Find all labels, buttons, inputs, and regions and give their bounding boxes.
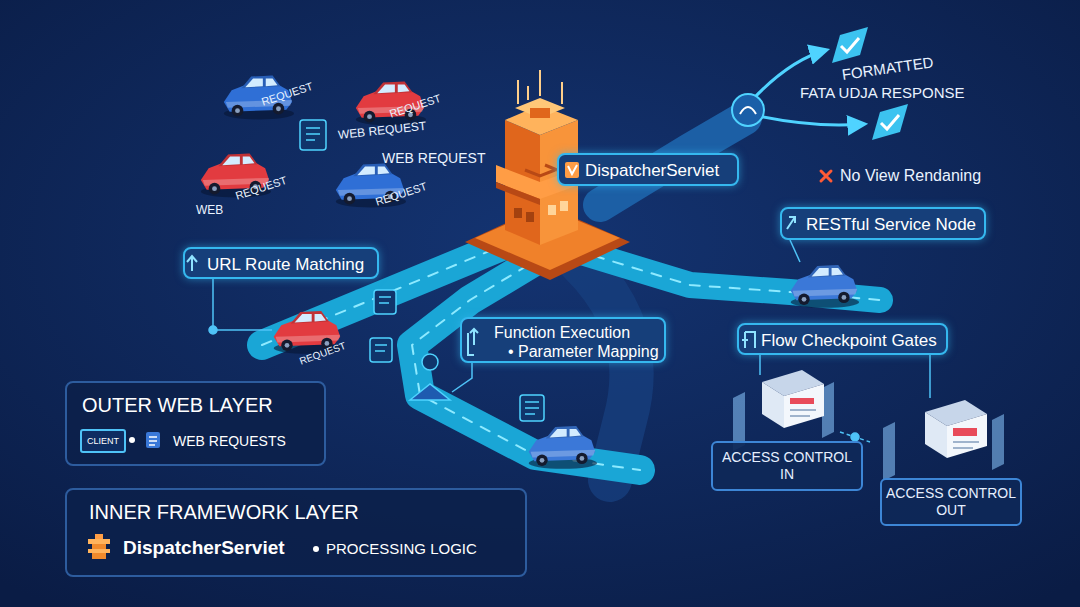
- no-symbol: [821, 171, 831, 181]
- node-title: DispatcherServiet: [585, 161, 719, 181]
- node-title: ACCESS CONTROL IN: [717, 449, 857, 483]
- callout-box: RESTful Service Node: [780, 207, 986, 240]
- node-title: INNER FRAMEWORK LAYER: [89, 500, 359, 524]
- callout-box: Function Execution• Parameter Mapping: [460, 317, 666, 363]
- callout-icons: [187, 162, 795, 355]
- annotation-label: REQUEST: [260, 80, 315, 109]
- node-text: DispatcherServiet: [123, 537, 285, 560]
- node-text: PROCESSING LOGIC: [326, 540, 477, 558]
- annotation-label: FORMATTED: [841, 53, 935, 84]
- annotation-label: WEB REQUEST: [337, 119, 427, 143]
- gate-box: ACCESS CONTROL IN: [711, 441, 863, 491]
- node-title: URL Route Matching: [207, 255, 364, 275]
- node-title: Function Execution: [494, 323, 630, 342]
- callout-box: URL Route Matching: [183, 247, 379, 279]
- client-window: CLIENT: [80, 429, 126, 453]
- node-title: ACCESS CONTROL OUT: [886, 485, 1016, 519]
- annotation-label: REQUEST: [374, 180, 429, 209]
- callout-box: Flow Checkpoint Gates: [737, 323, 948, 355]
- annotation-label: REQUEST: [234, 174, 289, 203]
- annotation-label: WEB: [196, 203, 223, 217]
- node-text: • Parameter Mapping: [508, 342, 659, 361]
- layer-panel: INNER FRAMEWORK LAYER DispatcherServiet PR…: [65, 488, 527, 577]
- annotation-label: FATA UDJA RESPONSE: [800, 84, 965, 102]
- layer-icons: [88, 432, 319, 559]
- callout-box: DispatcherServiet: [557, 153, 739, 186]
- annotation-label: No View Rendaning: [840, 166, 981, 185]
- roads: [262, 118, 880, 480]
- response-arrows: [732, 27, 908, 181]
- node-title: Flow Checkpoint Gates: [761, 331, 937, 351]
- annotation-label: WEB REQUEST: [382, 150, 485, 167]
- annotation-label: REQUEST: [388, 92, 443, 121]
- node-title: OUTER WEB LAYER: [82, 393, 273, 417]
- node-text: WEB REQUESTS: [173, 433, 286, 450]
- annotation-label: REQUEST: [298, 340, 348, 368]
- layer-panel: OUTER WEB LAYER WEB REQUESTS CLIENT: [65, 381, 326, 466]
- node-title: CLIENT: [87, 436, 119, 447]
- gate-box: ACCESS CONTROL OUT: [880, 478, 1022, 526]
- node-title: RESTful Service Node: [806, 215, 976, 235]
